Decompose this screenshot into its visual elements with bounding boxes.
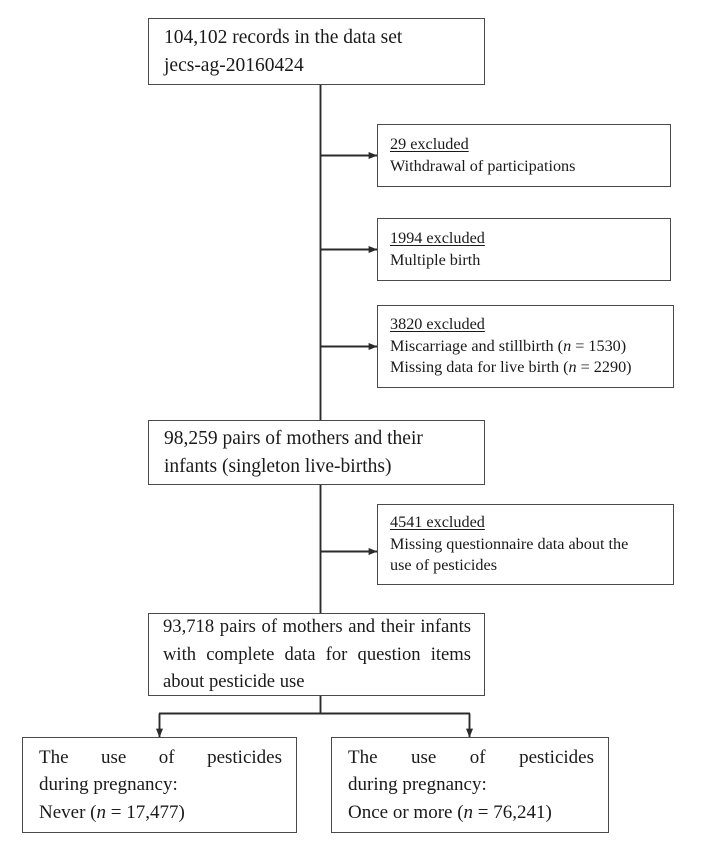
node-eligible-cohort: 98,259 pairs of mothers and their infant… bbox=[148, 420, 485, 485]
analytic-sample-line-3: about pesticide use bbox=[163, 671, 305, 693]
exclusion-reason: Withdrawal of participations bbox=[390, 156, 576, 175]
group-once-n-value: = 76,241) bbox=[473, 801, 552, 823]
exclusion-count-value: 29 excluded bbox=[390, 134, 469, 153]
exclusion-reason: Missing data for live birth (n = 2290) bbox=[390, 357, 663, 379]
node-exclusion-miscarriage-stillbirth: 3820 excluded Miscarriage and stillbirth… bbox=[377, 305, 674, 388]
n-symbol: n bbox=[563, 336, 572, 355]
group-once-line-2: during pregnancy: bbox=[348, 774, 487, 796]
group-never-label: Never ( bbox=[39, 801, 97, 823]
exclusion-count-label: 1994 excluded bbox=[390, 228, 660, 250]
exclusion-count-label: 4541 excluded bbox=[390, 512, 663, 534]
analytic-sample-line-1: 93,718 pairs of mothers and their infant… bbox=[163, 615, 471, 637]
group-never-line-2: during pregnancy: bbox=[39, 774, 178, 796]
source-records-line-2: jecs-ag-20160424 bbox=[164, 54, 304, 76]
n-value: = 2290) bbox=[576, 358, 632, 377]
analytic-sample-line-2: with complete data for question items bbox=[163, 643, 471, 665]
exclusion-count-value: 4541 excluded bbox=[390, 512, 485, 531]
group-never-n-value: = 17,477) bbox=[106, 801, 185, 823]
node-exclusion-withdrawal: 29 excluded Withdrawal of participations bbox=[377, 124, 671, 187]
eligible-cohort-line-1: 98,259 pairs of mothers and their bbox=[164, 427, 423, 449]
node-group-once-or-more: The use of pesticides during pregnancy: … bbox=[331, 737, 609, 833]
exclusion-reason: Missing questionnaire data about the bbox=[390, 534, 629, 553]
n-symbol: n bbox=[568, 358, 577, 377]
exclusion-reason-text: Miscarriage and stillbirth ( bbox=[390, 336, 564, 355]
exclusion-count-value: 1994 excluded bbox=[390, 228, 485, 247]
source-records-line-1: 104,102 records in the data set bbox=[164, 26, 403, 48]
exclusion-reason: Multiple birth bbox=[390, 250, 481, 269]
n-value: = 1530) bbox=[571, 336, 627, 355]
group-once-line-1: The use of pesticides bbox=[348, 746, 594, 768]
n-symbol: n bbox=[96, 801, 107, 823]
exclusion-reason: use of pesticides bbox=[390, 556, 497, 575]
eligible-cohort-line-2: infants (singleton live-births) bbox=[164, 455, 392, 477]
group-never-line-1: The use of pesticides bbox=[39, 746, 282, 768]
group-once-count: Once or more (n = 76,241) bbox=[348, 799, 594, 827]
exclusion-count-value: 3820 excluded bbox=[390, 314, 485, 333]
n-symbol: n bbox=[463, 801, 474, 823]
group-never-count: Never (n = 17,477) bbox=[39, 799, 282, 827]
node-exclusion-multiple-birth: 1994 excluded Multiple birth bbox=[377, 218, 671, 281]
node-group-never: The use of pesticides during pregnancy: … bbox=[22, 737, 297, 833]
node-source-records: 104,102 records in the data set jecs-ag-… bbox=[148, 18, 485, 85]
exclusion-reason: Miscarriage and stillbirth (n = 1530) bbox=[390, 336, 663, 358]
exclusion-count-label: 3820 excluded bbox=[390, 314, 663, 336]
node-analytic-sample: 93,718 pairs of mothers and their infant… bbox=[148, 613, 485, 696]
exclusion-count-label: 29 excluded bbox=[390, 134, 660, 156]
node-exclusion-missing-questionnaire: 4541 excluded Missing questionnaire data… bbox=[377, 504, 674, 585]
group-once-label: Once or more ( bbox=[348, 801, 464, 823]
exclusion-reason-text: Missing data for live birth ( bbox=[390, 358, 569, 377]
